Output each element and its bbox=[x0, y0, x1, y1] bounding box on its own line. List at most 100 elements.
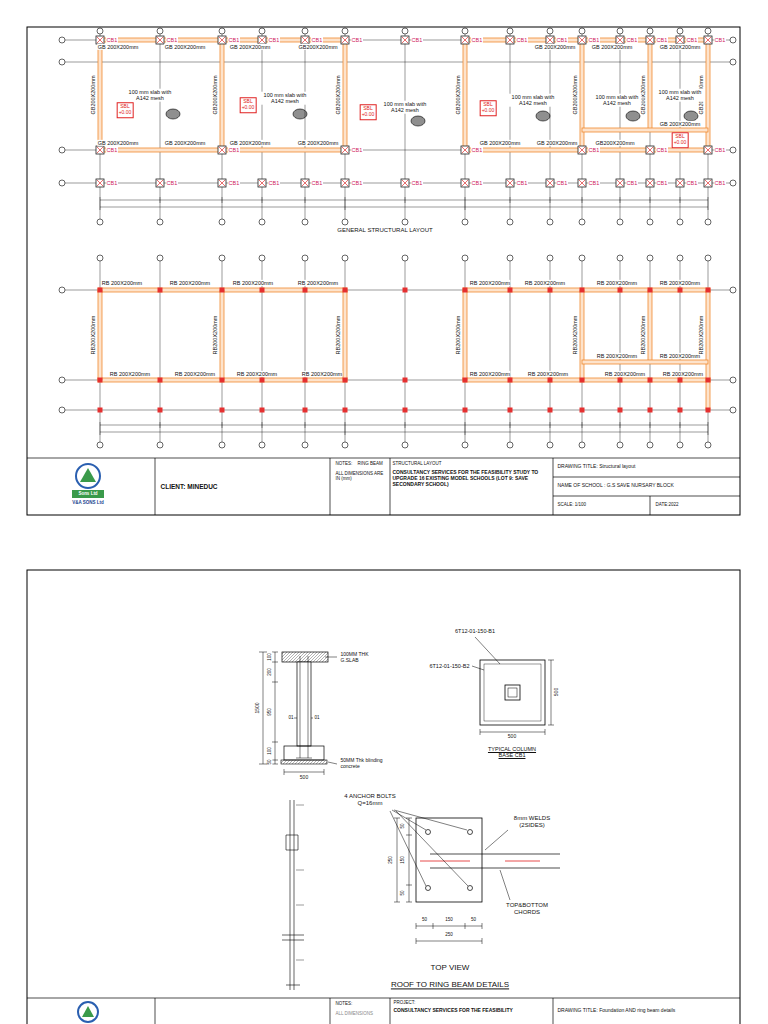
beam-label: GB 200X200mm bbox=[229, 140, 271, 146]
logo-text: V&A SONS Ltd bbox=[72, 500, 105, 505]
column-tag: CB1 bbox=[588, 147, 600, 153]
beam-label: GB 200X200mm bbox=[97, 140, 139, 146]
column-tag: CB1 bbox=[166, 37, 178, 43]
dimension: 100 bbox=[267, 747, 272, 756]
dimension: 1500 bbox=[255, 702, 261, 714]
level-text: SBL +0.00 bbox=[362, 105, 375, 117]
column-tag: CB1 bbox=[228, 37, 240, 43]
beam-label: GB200X200mm bbox=[212, 75, 218, 115]
beam-label: RB 200X200mm bbox=[109, 371, 150, 377]
notes-heading: NOTES: bbox=[335, 1001, 353, 1006]
slab-note: 100 mm slab with A142 mesh bbox=[381, 101, 430, 114]
column-tag: CB1 bbox=[471, 147, 483, 153]
beam-label: GB200X200mm bbox=[298, 44, 338, 50]
slab-note: 100 mm slab with A142 mesh bbox=[593, 94, 642, 107]
level-text: SBL +0.00 bbox=[242, 98, 255, 110]
beam-label: RB 200X200mm bbox=[662, 371, 703, 377]
callout-text: 4 ANCHOR BOLTS Q=16mm bbox=[344, 793, 397, 807]
column-tag: CB1 bbox=[516, 180, 528, 186]
slab-note: 100 mm slab with A142 mesh bbox=[126, 89, 175, 102]
school-name: NAME OF SCHOOL : G.S SAVE NURSARY BLOCK bbox=[557, 483, 674, 489]
dimension: 150 bbox=[445, 917, 454, 922]
dimension: 100 bbox=[267, 653, 272, 662]
column-tag: CB1 bbox=[656, 37, 668, 43]
beam-label: GB 200X200mm bbox=[659, 44, 701, 50]
column-tag: CB1 bbox=[351, 37, 363, 43]
rebar-mark: 01 bbox=[288, 715, 294, 720]
column-tag: CB1 bbox=[471, 37, 483, 43]
beam-label: RB 200X200mm bbox=[524, 280, 565, 286]
note-text: STRUCTURAL LAYOUT bbox=[392, 461, 442, 466]
column-tag: CB1 bbox=[411, 37, 423, 43]
sheet-one bbox=[27, 27, 740, 515]
level-text: SBL +0.00 bbox=[119, 103, 132, 115]
rebar-mark: 01 bbox=[314, 715, 320, 720]
beam-label: GB 200X200mm bbox=[164, 140, 206, 146]
column-tag: CB1 bbox=[714, 37, 726, 43]
beam-label: GB 200X200mm bbox=[534, 44, 576, 50]
column-tag: CB1 bbox=[656, 180, 668, 186]
level-box: SBL +0.00 bbox=[480, 100, 497, 116]
column-tag: CB1 bbox=[686, 37, 698, 43]
detail-title: ROOF TO RING BEAM DETAILS bbox=[390, 980, 509, 989]
dimension: 500 bbox=[299, 775, 308, 781]
note-text: ALL DIMENSIONS ARE IN (mm) bbox=[335, 471, 386, 481]
column-tag: CB1 bbox=[714, 147, 726, 153]
column-tag: CB1 bbox=[106, 147, 118, 153]
column-tag: CB1 bbox=[268, 37, 280, 43]
dimension: 50 bbox=[421, 917, 427, 922]
beam-label: GB 200X200mm bbox=[591, 44, 633, 50]
beam-label: RB 200X200mm bbox=[174, 371, 215, 377]
column-tag: CB1 bbox=[588, 180, 600, 186]
beam-label: RB200X200mm bbox=[455, 315, 461, 355]
column-tag: CB1 bbox=[311, 37, 323, 43]
beam-label: RB 200X200mm bbox=[101, 280, 142, 286]
beam-label: RB 200X200mm bbox=[659, 280, 700, 286]
beam-label: RB 200X200mm bbox=[232, 280, 273, 286]
beam-label: GB200X200mm bbox=[572, 75, 578, 115]
detail-title: TYPICAL COLUMN BASE CB1 bbox=[482, 746, 543, 759]
beam-label: RB200X200mm bbox=[572, 315, 578, 355]
beam-label: RB200X200mm bbox=[640, 315, 646, 355]
beam-label: GB 200X200mm bbox=[97, 44, 139, 50]
project-title: CONSULTANCY SERVICES FOR THE FEASIBILITY… bbox=[392, 470, 551, 487]
drawing-title: DRAWING TITLE: Foundation AND ring beam … bbox=[557, 1008, 676, 1014]
column-tag: CB1 bbox=[351, 147, 363, 153]
beam-label: RB 200X200mm bbox=[659, 353, 700, 359]
dimension: 200 bbox=[267, 668, 272, 677]
beam-label: RB 200X200mm bbox=[469, 371, 510, 377]
beam-label: RB200X200mm bbox=[335, 315, 341, 355]
scale-text: SCALE: 1/100 bbox=[557, 502, 587, 507]
dimension: 250 bbox=[445, 932, 454, 937]
column-tag: CB1 bbox=[516, 37, 528, 43]
beam-label: RB200X200mm bbox=[698, 315, 704, 355]
dimension: 50 bbox=[470, 917, 476, 922]
column-tag: CB1 bbox=[166, 180, 178, 186]
callout-text: 100MM THK G.SLAB bbox=[340, 652, 381, 664]
level-text: SBL +0.00 bbox=[674, 133, 687, 145]
notes-heading: NOTES: bbox=[335, 461, 353, 466]
plan-title: GENERAL STRUCTURAL LAYOUT bbox=[337, 227, 433, 234]
level-text: SBL +0.00 bbox=[482, 101, 495, 113]
beam-label: RB 200X200mm bbox=[527, 371, 568, 377]
note-text: ALL DIMENSIONS bbox=[335, 1011, 374, 1016]
project-title: CONSULTANCY SERVICES FOR THE FEASIBILITY bbox=[393, 1008, 513, 1014]
sheet-two bbox=[27, 570, 740, 1024]
callout-text: TOP&BOTTOM CHORDS bbox=[497, 902, 558, 916]
beam-label: RB 200X200mm bbox=[604, 371, 645, 377]
level-box: SBL +0.00 bbox=[240, 97, 257, 113]
column-tag: CB1 bbox=[351, 180, 363, 186]
drawing-title: DRAWING TITLE: Structural layout bbox=[557, 464, 636, 470]
beam-label: RB 200X200mm bbox=[297, 280, 338, 286]
beam-label: RB 200X200mm bbox=[596, 280, 637, 286]
column-tag: CB1 bbox=[656, 147, 668, 153]
dimension: 150 bbox=[400, 856, 405, 865]
dimension: 50 bbox=[400, 823, 405, 829]
column-tag: CB1 bbox=[268, 180, 280, 186]
beam-label: GB 200X200mm bbox=[659, 121, 701, 127]
beam-label: RB 200X200mm bbox=[301, 371, 342, 377]
client-name: CLIENT: MINEDUC bbox=[160, 483, 218, 490]
note-text: RING BEAM bbox=[357, 461, 383, 466]
column-tag: CB1 bbox=[626, 37, 638, 43]
